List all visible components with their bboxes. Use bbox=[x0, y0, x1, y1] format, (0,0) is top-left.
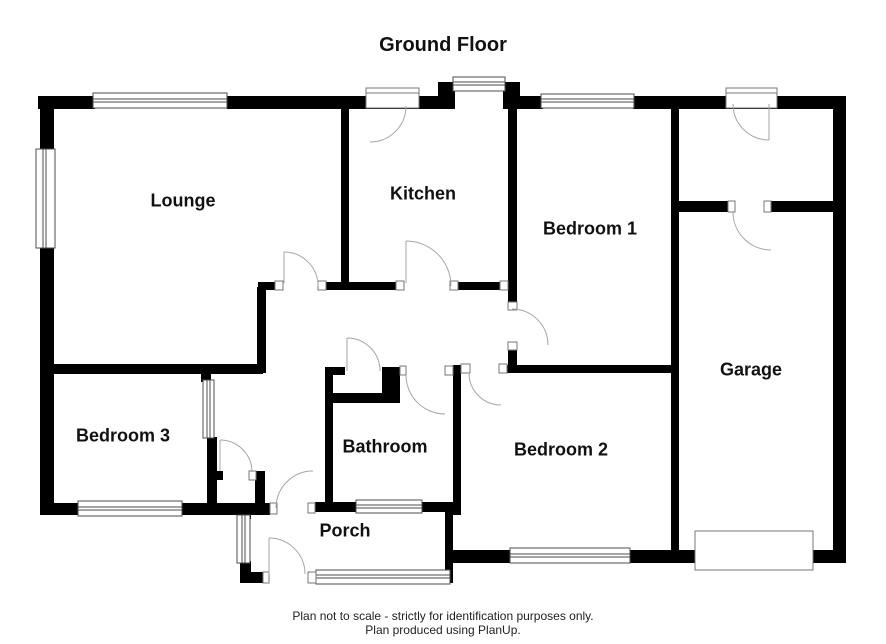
porch-left-window bbox=[236, 514, 251, 564]
bedroom2-door-swing bbox=[468, 372, 502, 406]
hall-cupboard-door-swing bbox=[346, 337, 381, 372]
vestibule-entrance-door-panel bbox=[725, 87, 778, 109]
room-label-garage: Garage bbox=[719, 359, 783, 380]
bathroom-bottom-window bbox=[355, 499, 423, 514]
bedroom3-closet-door-swing bbox=[219, 439, 253, 473]
room-label-bathroom: Bathroom bbox=[342, 436, 428, 457]
kitchen-entrance-door-panel bbox=[365, 87, 420, 109]
footer-credit: Plan produced using PlanUp. bbox=[365, 623, 521, 637]
room-label-porch: Porch bbox=[319, 520, 371, 541]
porch-bottom-window bbox=[315, 569, 451, 585]
room-label-bedroom-3: Bedroom 3 bbox=[75, 425, 171, 446]
kitchen-entrance-door-swing bbox=[369, 105, 407, 143]
bedroom1-door-swing bbox=[511, 308, 549, 346]
lounge-left-window bbox=[35, 148, 56, 249]
porch-inner-door-swing bbox=[275, 470, 314, 509]
garage-inner-door-swing bbox=[732, 211, 772, 251]
room-label-bedroom-2: Bedroom 2 bbox=[513, 439, 609, 460]
windows bbox=[35, 76, 635, 585]
bedroom2-bottom-window bbox=[509, 547, 631, 564]
garage-door bbox=[694, 530, 814, 571]
page-title: Ground Floor bbox=[379, 34, 507, 56]
footer-disclaimer: Plan not to scale - strictly for identif… bbox=[292, 609, 594, 623]
door-swings bbox=[219, 103, 772, 575]
bedroom3-bottom-window bbox=[77, 500, 183, 517]
room-label-bedroom-1: Bedroom 1 bbox=[542, 218, 638, 239]
lounge-top-window bbox=[92, 92, 228, 109]
bedroom3-internal-window bbox=[202, 379, 215, 439]
vestibule-entrance-door-swing bbox=[732, 103, 770, 141]
lounge-door-swing bbox=[283, 251, 319, 287]
room-label-lounge: Lounge bbox=[150, 190, 216, 211]
room-label-kitchen: Kitchen bbox=[389, 183, 457, 204]
door-panels bbox=[365, 87, 814, 571]
entry-recess-window bbox=[452, 76, 506, 92]
kitchen-inner-door-swing bbox=[405, 240, 452, 287]
porch-front-door-swing bbox=[268, 537, 306, 575]
bathroom-door-swing bbox=[405, 374, 446, 415]
bedroom1-top-window bbox=[540, 93, 635, 109]
door-jambs bbox=[248, 200, 772, 584]
